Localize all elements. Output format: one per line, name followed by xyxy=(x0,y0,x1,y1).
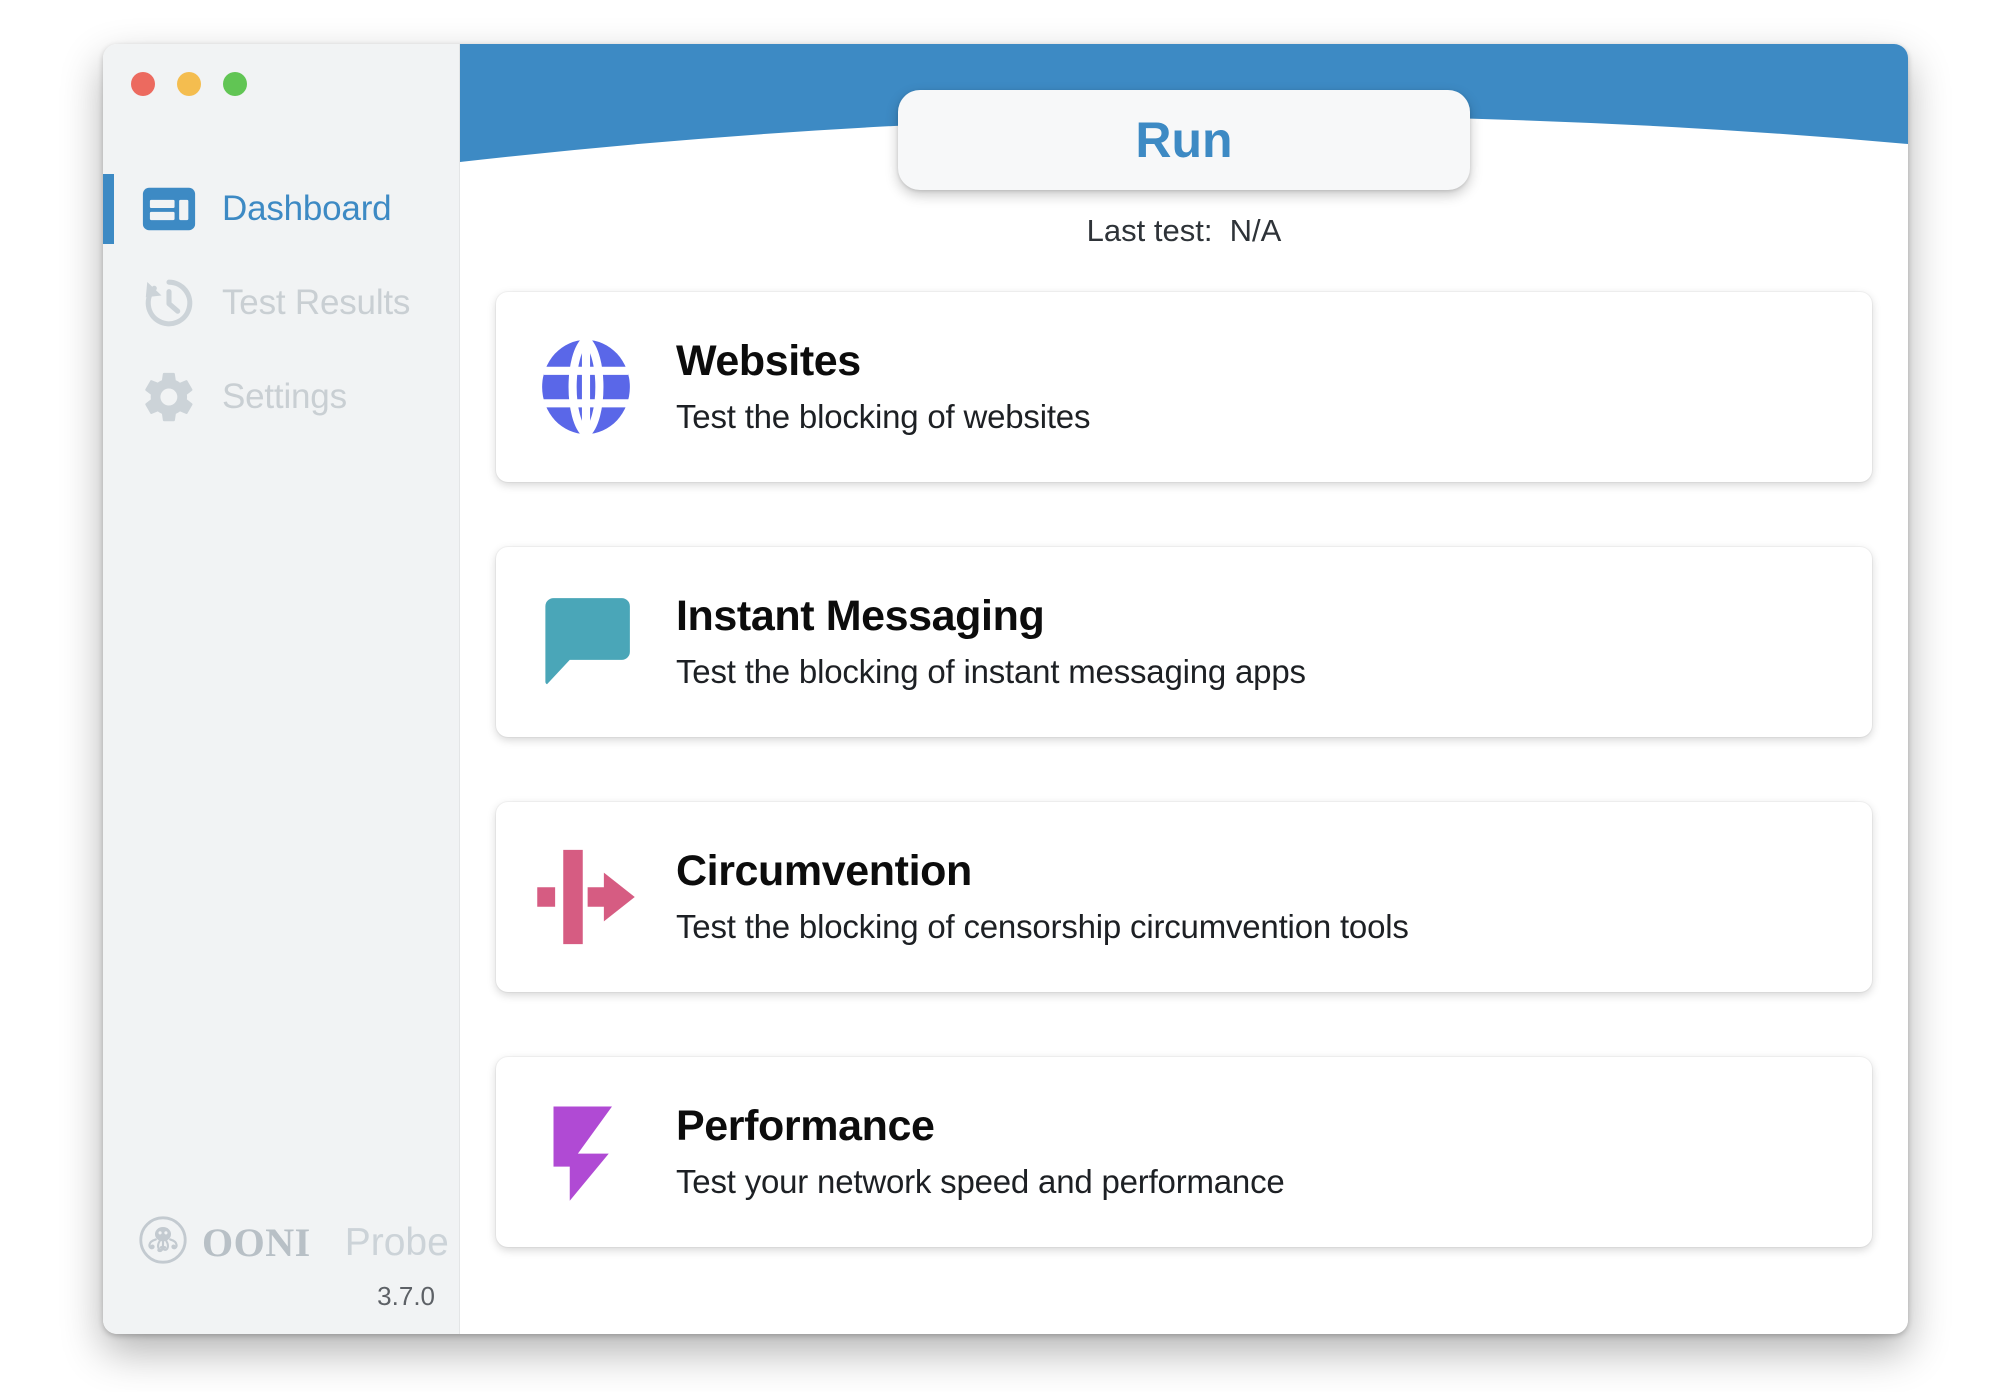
product-name: Probe xyxy=(344,1220,449,1264)
run-button-label: Run xyxy=(1135,112,1233,168)
test-card-circumvention[interactable]: Circumvention Test the blocking of censo… xyxy=(496,802,1872,992)
active-indicator-bar xyxy=(103,174,114,244)
test-card-title: Instant Messaging xyxy=(676,592,1045,641)
maximize-window-button[interactable] xyxy=(223,72,247,96)
lightning-bolt-icon xyxy=(526,1092,646,1212)
sidebar-item-label: Settings xyxy=(222,377,347,416)
test-card-description: Test the blocking of websites xyxy=(676,398,1091,436)
test-card-description: Test your network speed and performance xyxy=(676,1163,1285,1201)
dashboard-icon xyxy=(139,179,199,239)
sidebar-nav: Dashboard Test Results xyxy=(103,162,459,444)
sidebar-item-test-results[interactable]: Test Results xyxy=(103,256,459,350)
app-window: Dashboard Test Results xyxy=(103,44,1908,1334)
test-card-title: Circumvention xyxy=(676,847,972,896)
close-window-button[interactable] xyxy=(131,72,155,96)
run-button[interactable]: Run xyxy=(898,90,1470,190)
history-icon xyxy=(139,273,199,333)
chat-bubble-icon xyxy=(526,582,646,702)
test-card-list: Websites Test the blocking of websites I… xyxy=(460,292,1908,1312)
ooni-brand: OONI Probe xyxy=(137,1214,449,1271)
ooni-octopus-icon xyxy=(137,1214,189,1271)
minimize-window-button[interactable] xyxy=(177,72,201,96)
sidebar-item-dashboard[interactable]: Dashboard xyxy=(103,162,459,256)
last-test-status: Last test: N/A xyxy=(1086,213,1282,248)
test-card-websites[interactable]: Websites Test the blocking of websites xyxy=(496,292,1872,482)
sidebar: Dashboard Test Results xyxy=(103,44,460,1334)
test-card-performance[interactable]: Performance Test your network speed and … xyxy=(496,1057,1872,1247)
test-card-text: Performance Test your network speed and … xyxy=(676,1102,1285,1201)
sidebar-footer: OONI Probe 3.7.0 xyxy=(103,1214,459,1312)
test-card-instant-messaging[interactable]: Instant Messaging Test the blocking of i… xyxy=(496,547,1872,737)
gear-icon xyxy=(139,367,199,427)
test-card-description: Test the blocking of instant messaging a… xyxy=(676,653,1306,691)
ooni-wordmark: OONI xyxy=(202,1220,311,1265)
sidebar-item-label: Dashboard xyxy=(222,189,392,228)
test-card-title: Websites xyxy=(676,337,861,386)
app-version: 3.7.0 xyxy=(377,1281,435,1311)
window-controls xyxy=(131,72,247,96)
test-card-text: Websites Test the blocking of websites xyxy=(676,337,1091,436)
test-card-description: Test the blocking of censorship circumve… xyxy=(676,908,1409,946)
test-card-text: Circumvention Test the blocking of censo… xyxy=(676,847,1409,946)
sidebar-item-label: Test Results xyxy=(222,283,411,322)
circumvention-arrow-icon xyxy=(526,837,646,957)
sidebar-item-settings[interactable]: Settings xyxy=(103,350,459,444)
test-card-title: Performance xyxy=(676,1102,935,1151)
globe-icon xyxy=(526,327,646,447)
main-content: Run Last test: N/A xyxy=(460,44,1908,1334)
test-card-text: Instant Messaging Test the blocking of i… xyxy=(676,592,1306,691)
